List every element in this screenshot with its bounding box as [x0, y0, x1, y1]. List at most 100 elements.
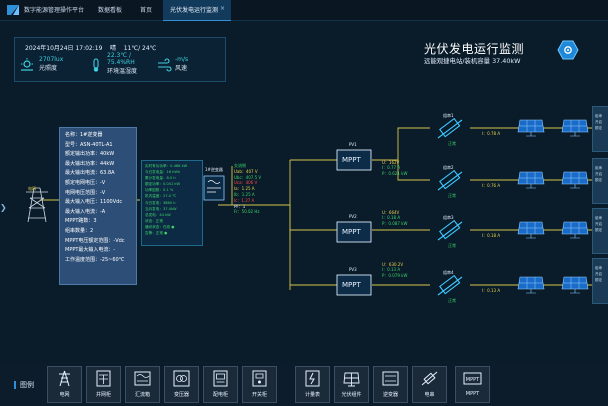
spec-max-input-voltage: 最大输入电压：1100Vdc: [65, 199, 123, 206]
legend-combiner[interactable]: 汇流箱: [125, 366, 160, 403]
spec-grid-range: 电网电压范围：-V: [65, 189, 106, 196]
spec-max-input-current: 最大输入电流：-A: [65, 208, 106, 215]
right-panel-3[interactable]: 组串 开启 额定: [592, 208, 608, 254]
spec-mppt-count: MPPT路数：3: [65, 218, 97, 225]
pv-panel-icon[interactable]: [517, 119, 545, 137]
tab-pv-monitor[interactable]: [163, 0, 231, 21]
env-humidity-value: 75.4%RH: [107, 59, 135, 66]
rp-line: 组串: [595, 166, 603, 170]
illuminance-label: 光照度: [39, 65, 58, 72]
ac-freq: Fr：50.02 Hz: [234, 209, 260, 215]
ac-ubc: Ubc：407.5 V: [234, 174, 262, 180]
grid-label: 电网: [28, 186, 36, 191]
cabinet-icon: [96, 370, 111, 387]
data-line: 今日发电：3860 h: [145, 200, 176, 205]
weather-condition: 晴: [110, 45, 117, 52]
legend-meter[interactable]: 计量表: [295, 366, 330, 403]
rp-line: 额定: [595, 178, 603, 182]
pv1-label: PV1: [349, 142, 357, 147]
data-line: 机内温度：27.0 ℃: [145, 194, 177, 199]
legend-transformer[interactable]: 变压器: [164, 366, 199, 403]
pv-panel-icon[interactable]: [561, 171, 589, 189]
legend-grid-cabinet[interactable]: 并网柜: [86, 366, 121, 403]
pv-panel-group: [517, 119, 589, 294]
string-1-name: 组串1: [443, 113, 454, 118]
data-line: 实时有功功率：0.486 kW: [145, 164, 188, 168]
thermometer-icon: [93, 58, 99, 72]
collapse-left-icon[interactable]: ❯: [0, 203, 7, 212]
mppt-box-3[interactable]: [336, 274, 372, 296]
pv-panel-icon[interactable]: [561, 221, 589, 239]
nav-home[interactable]: 首页: [140, 7, 153, 14]
string-3-icon[interactable]: [437, 219, 463, 241]
pv2-label: PV2: [349, 214, 357, 219]
string-4-icon[interactable]: [437, 274, 463, 296]
legend-bar: 图例 电网 并网柜 汇流箱 变压器 配电柜 开关柜 计量表 光伏组件 逆变器 电…: [0, 362, 608, 406]
legend-grid[interactable]: 电网: [47, 366, 82, 403]
tab-close-icon[interactable]: ×: [220, 5, 226, 12]
pv-panel-icon[interactable]: [561, 276, 589, 294]
sun-icon: [21, 58, 33, 71]
right-panel-1[interactable]: 组串 开启 额定: [592, 106, 608, 152]
rp-line: 额定: [595, 278, 603, 282]
svg-text:MPPT: MPPT: [466, 377, 480, 383]
mppt-2-u: U：664V: [382, 210, 400, 215]
legend-pv-module[interactable]: 光伏组件: [334, 366, 369, 403]
rp-line: 额定: [595, 126, 603, 130]
spec-mppt-current: MPPT最大输入电流：-: [65, 247, 116, 254]
wind-icon: [158, 58, 172, 72]
env-label: 环境温湿度: [107, 68, 138, 75]
page-title: 光伏发电运行监测: [424, 42, 525, 56]
meter-icon: [305, 370, 320, 387]
mppt-2-label: MPPT: [342, 228, 361, 236]
legend-label: 并网柜: [95, 392, 111, 398]
legend-label: 计量表: [304, 392, 320, 398]
app-name: 数字能源管理操作平台: [24, 7, 85, 14]
inverter-spec-panel: 名称：1#逆变器 型号：ASN-40TL-A1 额定输出功率：40kW 最大输出…: [59, 127, 137, 285]
legend-inverter[interactable]: 逆变器: [373, 366, 408, 403]
pv-panel-icon[interactable]: [517, 276, 545, 294]
string-2-icon[interactable]: [437, 169, 463, 191]
pv-panel-icon[interactable]: [517, 221, 545, 239]
rp-line: 组串: [595, 216, 603, 220]
wind-label: 风速: [175, 65, 188, 72]
legend-distribution[interactable]: 配电柜: [203, 366, 238, 403]
string-3-name: 组串3: [443, 215, 454, 220]
mppt-box-2[interactable]: [336, 221, 372, 243]
legend-label: 光伏组件: [341, 392, 362, 398]
mppt-1-p: P：0.621 kW: [382, 170, 408, 176]
pv-panel-icon[interactable]: [561, 119, 589, 137]
spec-grid-voltage: 额定电网电压：-V: [65, 179, 106, 186]
data-line: 告警：正常 ●: [145, 231, 168, 236]
switchgear-icon: [252, 370, 267, 387]
platform-logo-icon: [7, 5, 19, 15]
mppt-3-label: MPPT: [342, 281, 361, 289]
mppt-box-1[interactable]: [336, 149, 372, 171]
mppt-3-i: I：0.13 A: [382, 267, 401, 273]
page-subtitle: 远能观捷电站/装机容量 37.40kW: [424, 57, 521, 65]
nav-dashboard[interactable]: 数据看板: [98, 7, 123, 14]
datetime-text: 2024年10月24日 17:02:19 晴 11℃/ 24℃: [25, 43, 156, 52]
right-panel-2[interactable]: 组串 开启 额定: [592, 158, 608, 204]
legend-string[interactable]: 电串: [412, 366, 447, 403]
distribution-cabinet-icon: [213, 370, 228, 387]
ac-uab: Uab：407 V: [234, 168, 258, 174]
right-panel-4[interactable]: 组串 开启 额定: [592, 258, 608, 304]
data-line: 今日发电量：16 kWh: [145, 170, 181, 175]
string-1-current: I：0.78 A: [482, 131, 501, 136]
legend-label: 电串: [424, 392, 435, 398]
string-1-icon[interactable]: [437, 117, 463, 139]
mppt-3-data: U：630.2V I：0.13 A P：0.079 kW: [382, 262, 407, 278]
rp-line: 开启: [595, 120, 603, 124]
temperature-range: 11℃/ 24℃: [123, 45, 157, 52]
settings-hex-icon[interactable]: [557, 40, 579, 60]
spec-string-count: 组串数量：2: [65, 227, 94, 234]
string-2-name: 组串2: [443, 165, 454, 170]
legend-mppt[interactable]: MPPT MPPT: [455, 366, 490, 403]
legend-marker: [14, 381, 16, 389]
legend-switchgear[interactable]: 开关柜: [242, 366, 277, 403]
pv-panel-icon[interactable]: [517, 171, 545, 189]
string-3-current: I：0.18 A: [482, 233, 501, 238]
ac-ia: Ia：1.25 A: [234, 186, 255, 192]
